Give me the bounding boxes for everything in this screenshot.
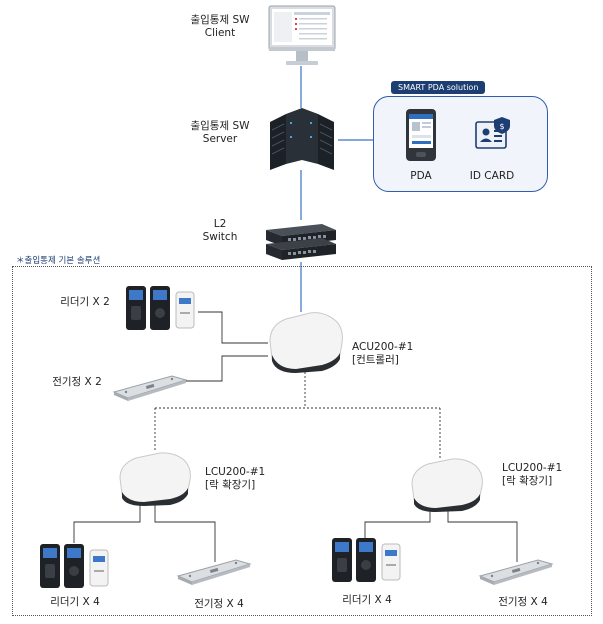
reader-bottom-right-label: 리더기 X 4 — [342, 594, 392, 606]
lcu-right-label: LCU200-#1 [락 확장기] — [502, 462, 592, 488]
id-card-label: ID CARD — [469, 170, 515, 182]
client-label-line1: 출입통제 SW — [190, 14, 250, 26]
lock-bottom-left — [176, 556, 252, 586]
reader-group-bottom-left — [38, 542, 114, 590]
lock-top-label: 전기정 X 2 — [52, 376, 102, 388]
lcu-right-label-line2: [락 확장기] — [502, 475, 553, 487]
pda-label: PDA — [410, 170, 432, 182]
lcu-right — [408, 458, 488, 512]
acu-label: ACU200-#1 [컨트롤러] — [352, 341, 442, 367]
reader-icons — [126, 286, 195, 330]
reader-bottom-left-label: 리더기 X 4 — [50, 596, 100, 608]
controller-icon — [269, 312, 343, 373]
basic-solution-frame — [12, 266, 592, 616]
client-monitor — [268, 5, 336, 67]
switch-label: L2 Switch — [180, 218, 260, 244]
pda-device — [405, 108, 437, 162]
lcu-right-lock-link — [447, 510, 518, 562]
lcu-left — [116, 452, 196, 506]
monitor-icon — [268, 5, 336, 65]
smart-pda-tag: SMART PDA solution — [391, 81, 486, 94]
lock-top-link — [186, 355, 268, 382]
lock-expander-icon — [119, 452, 191, 506]
server-label-line1: 출입통제 SW — [190, 120, 250, 132]
l2-switch — [262, 220, 338, 264]
client-label-line2: Client — [204, 27, 236, 39]
lcu-right-label-line1: LCU200-#1 — [502, 462, 563, 474]
reader-top-label: 리더기 X 2 — [60, 296, 110, 308]
reader-icons — [40, 544, 109, 588]
lcu-left-lock-link — [154, 504, 216, 562]
server-label-line2: Server — [202, 133, 238, 145]
lcu-left-label-line1: LCU200-#1 — [205, 466, 266, 478]
switch-label-line2: Switch — [202, 231, 238, 243]
lock-bottom-left-label: 전기정 X 4 — [194, 598, 244, 610]
lock-bottom-right-label: 전기정 X 4 — [498, 596, 548, 608]
basic-solution-note: ＊출입통제 기본 솔루션 — [16, 256, 101, 266]
svg-text:$: $ — [499, 122, 504, 131]
smart-pda-panel — [373, 96, 548, 192]
acu-label-line2: [컨트롤러] — [352, 354, 399, 366]
reader-group-bottom-right — [330, 536, 406, 584]
acu-label-line1: ACU200-#1 — [352, 341, 414, 353]
acu-controller — [266, 311, 346, 373]
id-card: $ — [474, 116, 514, 152]
server-icon — [270, 108, 334, 170]
reader-icons — [332, 538, 401, 582]
server-rack — [266, 108, 338, 172]
reader-group-top — [124, 284, 200, 332]
lcu-left-label: LCU200-#1 [락 확장기] — [205, 466, 295, 492]
electric-lock-icon — [112, 375, 188, 401]
electric-lock-icon — [478, 559, 554, 585]
id-card-icon: $ — [475, 117, 510, 149]
pda-icon — [406, 109, 436, 161]
server-label: 출입통제 SW Server — [180, 120, 260, 146]
lcu-left-label-line2: [락 확장기] — [205, 479, 256, 491]
lcu-right-reader-link — [364, 510, 431, 538]
client-label: 출입통제 SW Client — [180, 14, 260, 40]
reader-top-link — [198, 311, 268, 344]
lcu-left-reader-link — [73, 504, 141, 543]
electric-lock-icon — [176, 559, 252, 585]
lock-bottom-right — [478, 556, 554, 586]
switch-icon — [266, 224, 336, 260]
lock-expander-icon — [411, 458, 483, 512]
switch-label-line1: L2 — [213, 218, 227, 230]
lock-top — [112, 372, 188, 402]
